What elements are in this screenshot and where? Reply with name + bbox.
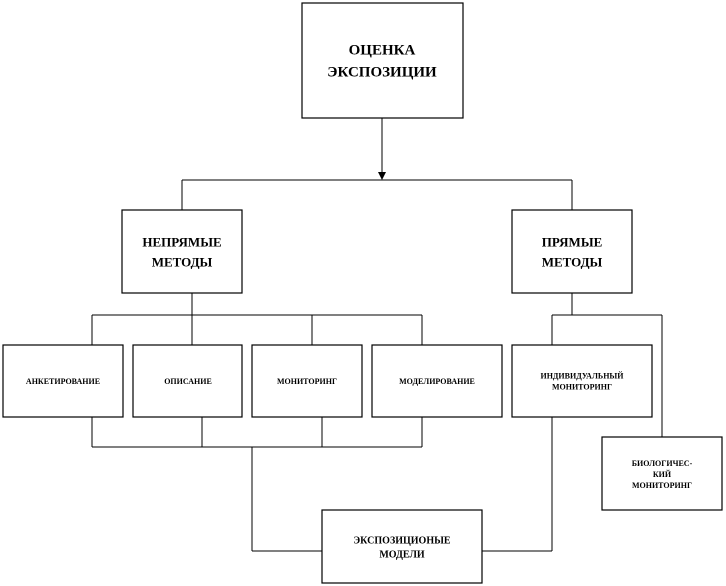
modeling-label-line: МОДЕЛИРОВАНИЕ — [399, 377, 475, 386]
biological-label-line: МОНИТОРИНГ — [632, 481, 692, 490]
node-description-box — [132, 344, 243, 418]
node-monitoring-label: МОНИТОРИНГ — [277, 377, 337, 386]
root-label-line: ОЦЕНКА — [349, 42, 416, 58]
node-modeling-box — [371, 344, 503, 418]
node-root-label: ОЦЕНКА ЭКСПОЗИЦИИ — [327, 42, 437, 80]
survey-label-line: АНКЕТИРОВАНИЕ — [26, 377, 100, 386]
individual-label-line: ИНДИВИДУАЛЬНЫЙ — [540, 371, 624, 380]
arrowhead-icon — [378, 172, 386, 180]
direct-label-line: ПРЯМЫЕ — [542, 235, 603, 250]
models-label-line: ЭКСПОЗИЦИОНЫЕ — [353, 536, 451, 547]
node-description: ОПИСАНИЕ — [132, 344, 243, 418]
node-biological-box — [601, 436, 723, 511]
node-indirect-box — [121, 209, 243, 294]
node-models-label: ЭКСПОЗИЦИОНЫЕ МОДЕЛИ — [353, 536, 451, 561]
monitoring-label-line: МОНИТОРИНГ — [277, 377, 337, 386]
node-exposure-models: ЭКСПОЗИЦИОНЫЕ МОДЕЛИ — [321, 509, 483, 584]
node-survey-label: АНКЕТИРОВАНИЕ — [26, 377, 100, 386]
node-indirect-methods: НЕПРЯМЫЕ МЕТОДЫ — [121, 209, 243, 294]
node-individual-monitoring: ИНДИВИДУАЛЬНЫЙ МОНИТОРИНГ — [511, 344, 653, 418]
indirect-label-line: МЕТОДЫ — [152, 255, 213, 270]
biological-label-line: КИЙ — [653, 470, 672, 479]
direct-label-line: МЕТОДЫ — [542, 255, 603, 270]
node-models-box — [321, 509, 483, 584]
biological-label-line: БИОЛОГИЧЕС- — [632, 459, 693, 468]
node-root: ОЦЕНКА ЭКСПОЗИЦИИ — [301, 2, 464, 119]
individual-label-line: МОНИТОРИНГ — [552, 382, 612, 391]
node-biological-label: БИОЛОГИЧЕС- КИЙ МОНИТОРИНГ — [632, 459, 693, 490]
node-direct-methods: ПРЯМЫЕ МЕТОДЫ — [511, 209, 633, 294]
node-indirect-label: НЕПРЯМЫЕ МЕТОДЫ — [142, 235, 221, 270]
indirect-label-line: НЕПРЯМЫЕ — [142, 235, 221, 250]
node-modeling: МОДЕЛИРОВАНИЕ — [371, 344, 503, 418]
description-label-line: ОПИСАНИЕ — [164, 377, 212, 386]
node-modeling-label: МОДЕЛИРОВАНИЕ — [399, 377, 475, 386]
node-individual-label: ИНДИВИДУАЛЬНЫЙ МОНИТОРИНГ — [540, 371, 624, 391]
node-description-label: ОПИСАНИЕ — [164, 377, 212, 386]
node-monitoring: МОНИТОРИНГ — [251, 344, 363, 418]
node-survey: АНКЕТИРОВАНИЕ — [2, 344, 124, 418]
node-individual-box — [511, 344, 653, 418]
models-label-line: МОДЕЛИ — [379, 550, 425, 561]
node-biological-monitoring: БИОЛОГИЧЕС- КИЙ МОНИТОРИНГ — [601, 436, 723, 511]
connectors — [91, 118, 663, 552]
root-label-line: ЭКСПОЗИЦИИ — [327, 64, 437, 80]
node-root-box — [301, 2, 464, 119]
node-survey-box — [2, 344, 124, 418]
node-direct-label: ПРЯМЫЕ МЕТОДЫ — [542, 235, 603, 270]
node-monitoring-box — [251, 344, 363, 418]
node-direct-box — [511, 209, 633, 294]
